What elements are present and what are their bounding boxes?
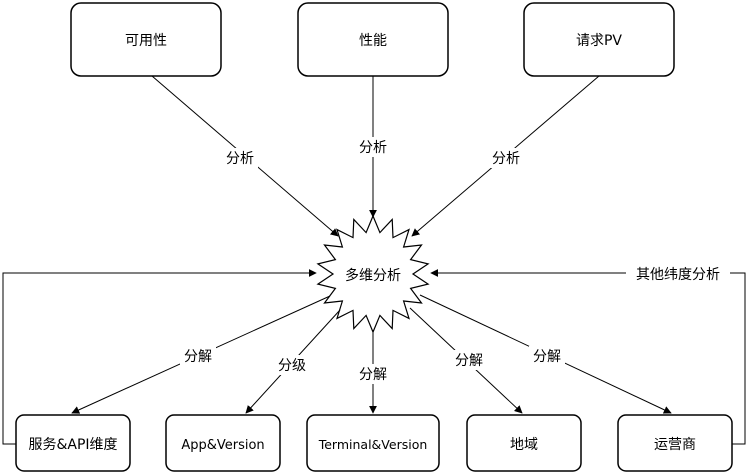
edge-label-request-pv: 分析 xyxy=(492,151,520,167)
node-region: 地域 xyxy=(466,414,582,472)
node-performance-label: 性能 xyxy=(359,33,387,49)
edge-label-app-version: 分级 xyxy=(278,358,306,374)
node-performance: 性能 xyxy=(297,2,449,77)
edge-label-performance: 分析 xyxy=(359,140,387,156)
node-app-version-label: App&Version xyxy=(181,438,264,453)
node-availability: 可用性 xyxy=(70,2,222,77)
edge-label-service-api: 分解 xyxy=(184,349,212,365)
node-center: 多维分析 xyxy=(316,214,430,334)
edge-service-api-loop xyxy=(2,269,317,445)
node-request-pv: 请求PV xyxy=(523,2,675,77)
edge-label-carrier: 分解 xyxy=(533,349,561,365)
edge-label-availability: 分析 xyxy=(226,151,254,167)
node-app-version: App&Version xyxy=(165,414,281,472)
node-region-label: 地域 xyxy=(510,437,538,453)
node-service-api-label: 服务&API维度 xyxy=(28,437,117,453)
edge-label-terminal-version: 分解 xyxy=(359,367,387,383)
edge-label-other-dimensions: 其他纬度分析 xyxy=(636,267,720,283)
node-terminal-version-label: Terminal&Version xyxy=(318,437,428,452)
node-center-label: 多维分析 xyxy=(345,267,401,284)
edge-label-region: 分解 xyxy=(455,353,483,369)
node-service-api: 服务&API维度 xyxy=(15,414,131,472)
node-carrier: 运营商 xyxy=(617,414,733,472)
node-request-pv-label: 请求PV xyxy=(576,33,622,49)
node-carrier-label: 运营商 xyxy=(654,437,696,453)
node-availability-label: 可用性 xyxy=(125,33,167,49)
node-terminal-version: Terminal&Version xyxy=(306,414,440,472)
